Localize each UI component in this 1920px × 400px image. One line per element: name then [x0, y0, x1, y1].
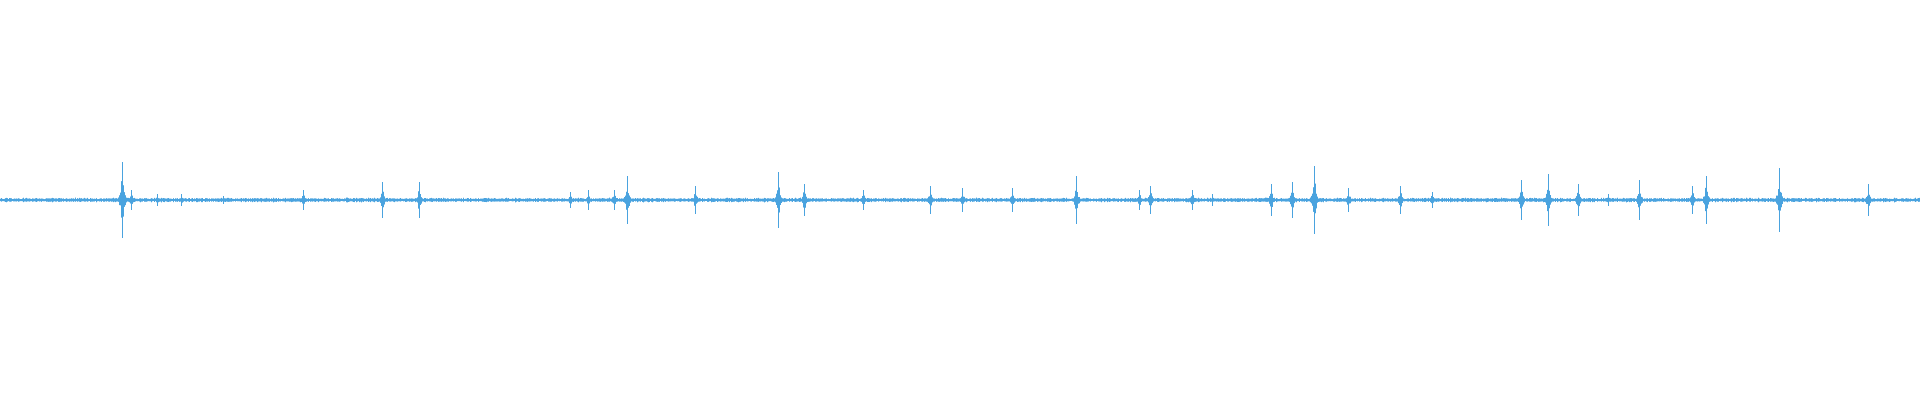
waveform-trace — [0, 162, 1920, 238]
waveform-samples — [0, 174, 1920, 226]
